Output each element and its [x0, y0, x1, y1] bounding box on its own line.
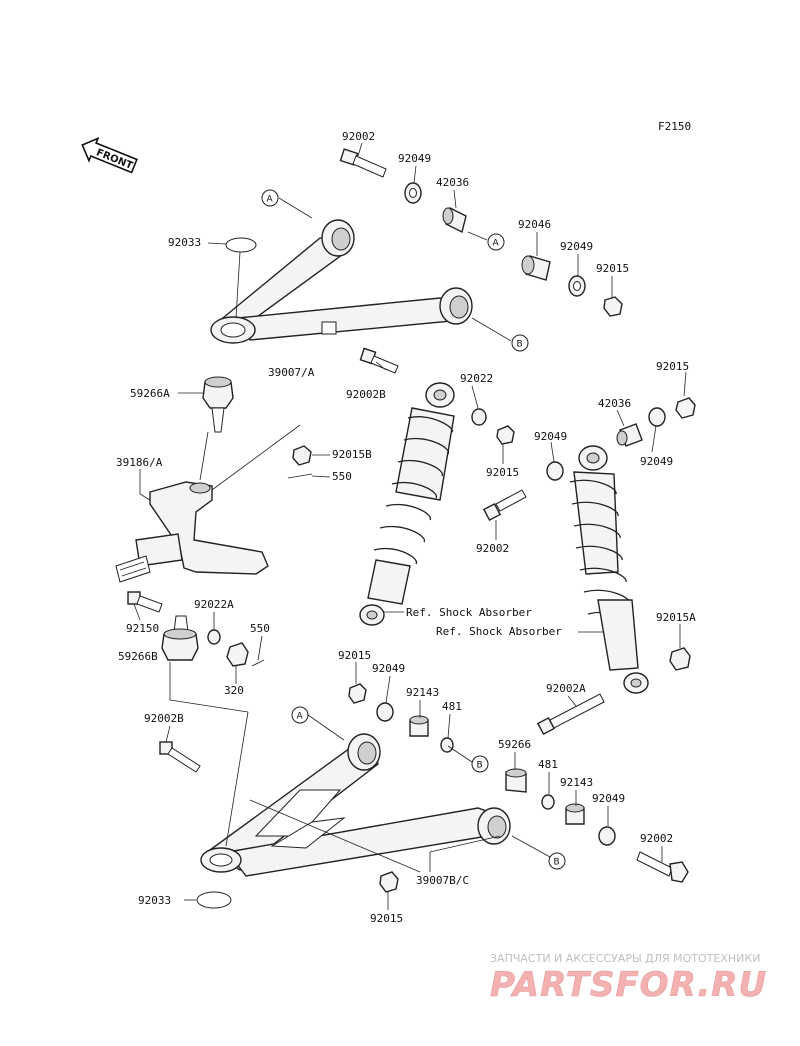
lower-left-washer: [376, 702, 394, 722]
upper-washer-left-hole: [409, 188, 417, 198]
ref-marker-lower-mid: B: [477, 761, 483, 771]
knuckle-lower-bolt: [127, 591, 163, 613]
label-washer-right-a: 92049: [534, 430, 567, 443]
ref-marker-lower-left: A: [297, 712, 304, 722]
label-washer-shock-top: 92022: [460, 372, 493, 385]
label-nut-lower-left: 92015: [338, 649, 371, 662]
steering-knuckle: [115, 481, 269, 583]
label-nut-shock-top: 92015: [486, 466, 519, 479]
label-shock-ref-1: Ref. Shock Absorber: [406, 606, 532, 619]
watermark: ЗАПЧАСТИ И АКСЕССУАРЫ ДЛЯ МОТОТЕХНИКИ PA…: [490, 952, 767, 1005]
ref-markers: A A B A B B: [261, 189, 566, 870]
upper-bushing-92046: [521, 255, 551, 281]
part-labels: 92002 92049 42036 92046 92049 92015 9203…: [116, 130, 696, 925]
label-washer-knuckle-low: 92022A: [194, 598, 234, 611]
label-bushing-upper: 92046: [518, 218, 551, 231]
lower-shock-bolt: [536, 693, 605, 736]
lower-cotter-pin: [251, 659, 265, 667]
knuckle-cotter-pin: [287, 473, 313, 479]
label-washer-lower-left: 92049: [372, 662, 405, 675]
lower-left-circlip: [440, 737, 454, 753]
upper-circlip: [225, 237, 257, 253]
leader-lines: [133, 142, 687, 910]
label-bolt-knuckle-low: 92150: [126, 622, 159, 635]
lower-right-collar: [565, 803, 585, 825]
label-nut-right-top: 92015: [656, 360, 689, 373]
upper-nut-92015: [603, 296, 623, 317]
label-collar-lower-left: 92143: [406, 686, 439, 699]
shock-top-bolt: [359, 347, 399, 374]
lower-right-circlip: [541, 794, 555, 810]
label-nut-castle: 320: [224, 684, 244, 697]
label-collar-upper: 42036: [436, 176, 469, 189]
label-nut-knuckle: 92015B: [332, 448, 372, 461]
watermark-logo: PARTSFOR.RU: [490, 965, 767, 1005]
ref-marker-lower-right: B: [554, 858, 560, 868]
lower-left-collar: [409, 715, 429, 737]
right-lower-nut: [669, 647, 691, 671]
ref-marker-upper-mid: A: [493, 239, 500, 249]
label-pin-lower: 550: [250, 622, 270, 635]
upper-washer-right-hole: [573, 281, 581, 291]
lower-bottom-nut: [379, 871, 399, 893]
label-ball-joint-lower: 59266B: [118, 650, 158, 663]
label-bolt-lower-arm: 92002B: [144, 712, 184, 725]
label-circlip-lower-left: 481: [442, 700, 462, 713]
label-nut-upper: 92015: [596, 262, 629, 275]
label-upper-arm: 39007/A: [268, 366, 315, 379]
lower-right-washer: [598, 826, 616, 846]
label-circlip-upper: 92033: [168, 236, 201, 249]
knuckle-nut-92015b: [292, 445, 312, 466]
label-washer-upper-right: 92049: [560, 240, 593, 253]
shock-top-nut: [496, 425, 515, 445]
label-bolt-top-upper: 92002: [342, 130, 375, 143]
label-lower-arm: 39007B/C: [416, 874, 469, 887]
label-bolt-lower-shock: 92002A: [546, 682, 586, 695]
label-nut-bottom: 92015: [370, 912, 403, 925]
label-circlip-lower: 92033: [138, 894, 171, 907]
lower-bushing-59266: [505, 768, 527, 793]
upper-bolt-92002: [339, 148, 387, 178]
right-collar-42036: [616, 423, 643, 447]
front-arrow-icon: FRONT: [81, 136, 138, 174]
upper-ball-joint: [202, 376, 234, 433]
bottom-right-bolt: [636, 851, 689, 883]
lower-ball-joint: [161, 615, 199, 661]
shock-absorber-left: [359, 382, 455, 626]
label-ball-joint-upper: 59266A: [130, 387, 170, 400]
knuckle-lower-washer: [207, 629, 221, 645]
shock-top-washer: [471, 408, 487, 426]
right-washer-b: [546, 461, 564, 481]
label-bolt-shock-top: 92002B: [346, 388, 386, 401]
label-collar-lower-right: 92143: [560, 776, 593, 789]
lower-a-arm: [200, 733, 511, 877]
label-washer-upper-left: 92049: [398, 152, 431, 165]
ref-marker-upper-right: B: [517, 340, 523, 350]
right-top-nut: [675, 397, 696, 419]
ref-marker-upper-left: A: [267, 195, 274, 205]
label-circlip-lower-right: 481: [538, 758, 558, 771]
lower-arm-bolt: [159, 741, 201, 773]
label-knuckle: 39186/A: [116, 456, 163, 469]
figure-code: F2150: [658, 120, 691, 133]
label-washer-lower-right: 92049: [592, 792, 625, 805]
watermark-tagline: ЗАПЧАСТИ И АКСЕССУАРЫ ДЛЯ МОТОТЕХНИКИ: [490, 952, 760, 965]
upper-collar-42036: [442, 206, 467, 234]
label-bolt-mid: 92002: [476, 542, 509, 555]
lower-left-nut: [348, 683, 367, 704]
label-nut-right-lower: 92015A: [656, 611, 696, 624]
upper-a-arm: [210, 219, 473, 344]
right-washer-a: [648, 407, 666, 427]
mid-bolt-92002: [482, 489, 527, 522]
lower-circlip: [196, 891, 232, 909]
label-washer-right-b: 92049: [640, 455, 673, 468]
label-shock-ref-2: Ref. Shock Absorber: [436, 625, 562, 638]
label-bushing-lower: 59266: [498, 738, 531, 751]
label-bolt-bottom-right: 92002: [640, 832, 673, 845]
label-collar-right: 42036: [598, 397, 631, 410]
shock-absorber-right: [569, 445, 649, 694]
castle-nut-320: [226, 642, 249, 667]
label-pin-knuckle: 550: [332, 470, 352, 483]
